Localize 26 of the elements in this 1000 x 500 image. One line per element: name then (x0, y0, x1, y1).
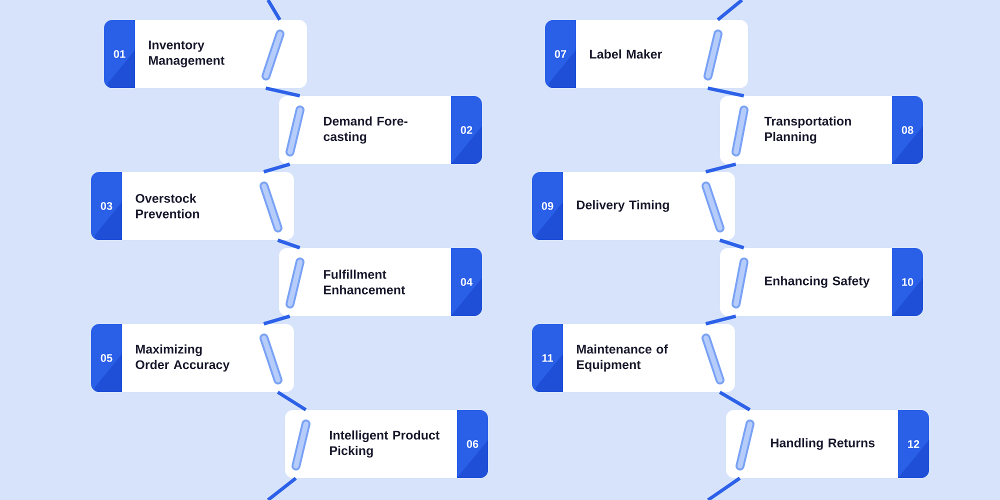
connector-line (276, 390, 307, 412)
number-tab: 07 (545, 20, 576, 88)
connector-line (266, 0, 282, 21)
number-tab: 03 (91, 172, 122, 240)
number-tab: 12 (898, 410, 930, 478)
number-tab: 06 (457, 410, 488, 478)
number-tab: 04 (451, 248, 482, 316)
connector-line (718, 390, 751, 412)
number-tab: 09 (532, 172, 563, 240)
connector-line (263, 162, 290, 174)
connector-line (707, 476, 741, 500)
connector-line (716, 0, 744, 22)
connector-line (705, 314, 736, 326)
connector-line (707, 86, 744, 98)
number-tab: 01 (104, 20, 135, 88)
connector-line (277, 238, 300, 250)
connector-line (705, 162, 736, 174)
number-tab: 08 (892, 96, 924, 164)
number-tab: 11 (532, 324, 563, 392)
connector-line (265, 86, 300, 98)
connector-line (266, 476, 297, 500)
connector-line (263, 314, 290, 326)
number-tab: 10 (892, 248, 924, 316)
connector-line (719, 238, 744, 250)
number-tab: 05 (91, 324, 122, 392)
number-tab: 02 (451, 96, 482, 164)
